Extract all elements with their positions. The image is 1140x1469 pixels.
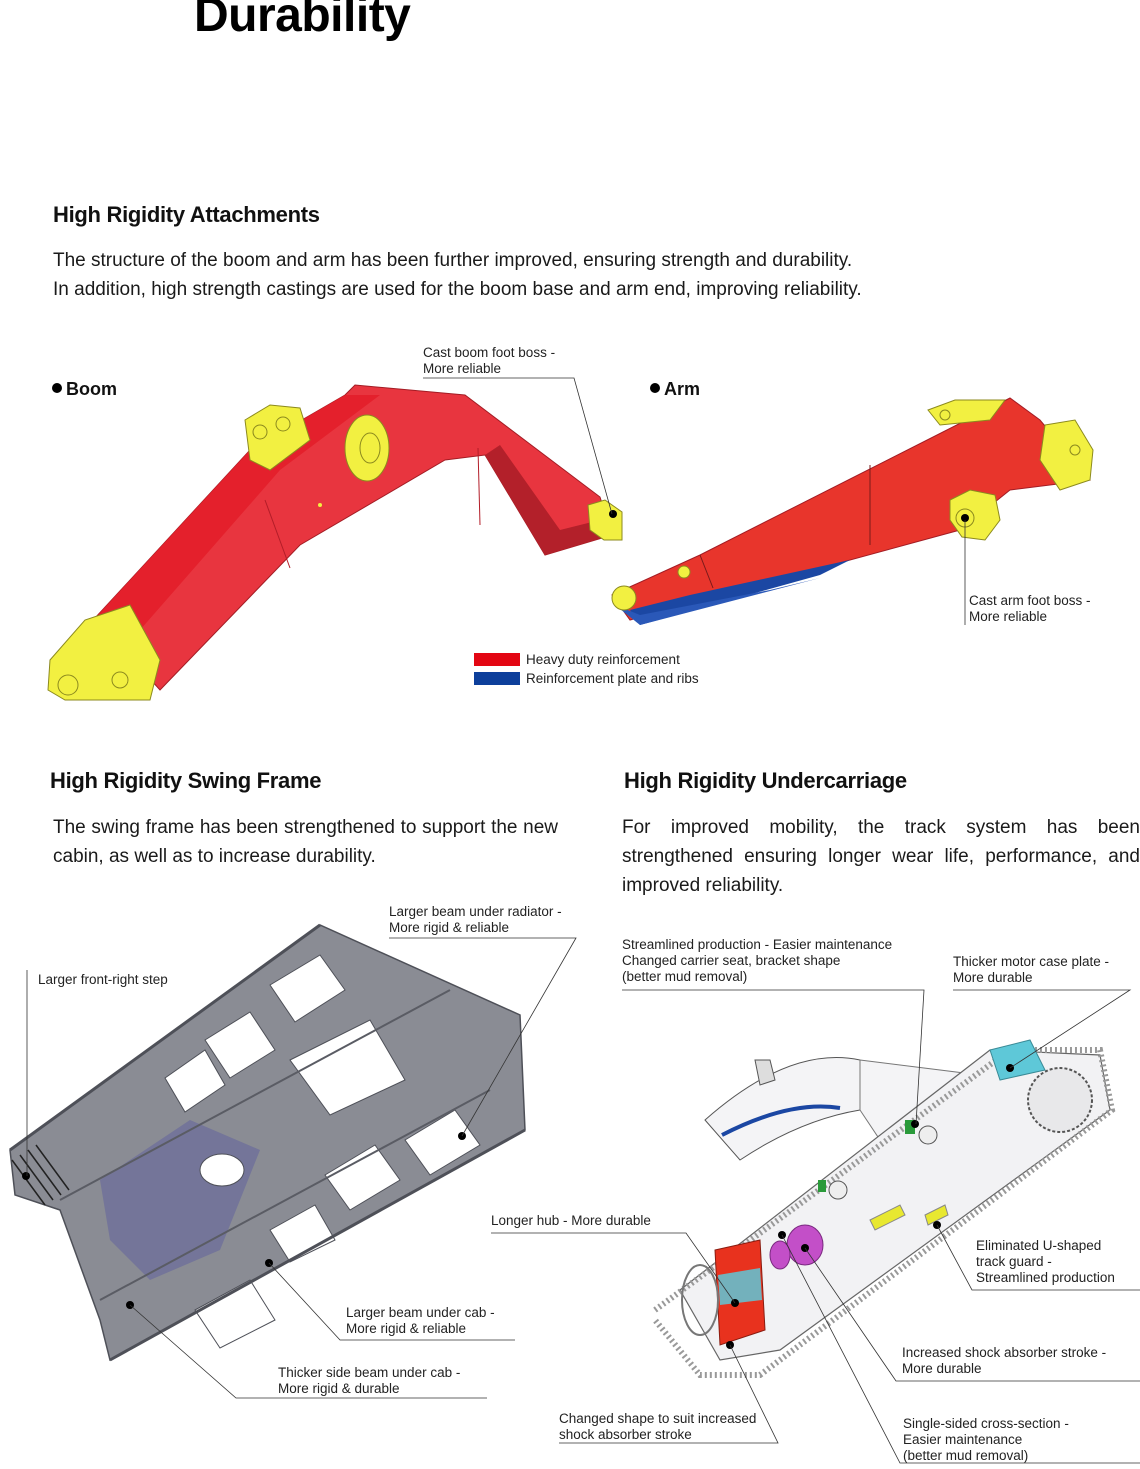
callout-line: More durable <box>902 1361 982 1376</box>
callout-line: (better mud removal) <box>903 1448 1029 1463</box>
callout-line: Thicker side beam under cab - <box>278 1365 461 1380</box>
arm-label: Arm <box>650 379 700 400</box>
boom-label: Boom <box>52 379 117 400</box>
legend-item-heavy-duty: Heavy duty reinforcement <box>474 650 699 669</box>
callout-track-guard: Eliminated U-shaped track guard - Stream… <box>976 1238 1115 1286</box>
legend: Heavy duty reinforcement Reinforcement p… <box>474 650 699 688</box>
callout-line: Streamlined production - Easier maintena… <box>622 937 893 952</box>
callout-line: Eliminated U-shaped <box>976 1238 1102 1253</box>
attachments-description-line: The structure of the boom and arm has be… <box>53 250 853 271</box>
callout-line: Larger beam under radiator - <box>389 904 562 919</box>
callout-line: Longer hub - More durable <box>491 1213 651 1228</box>
legend-label: Reinforcement plate and ribs <box>526 671 699 686</box>
callout-line: More rigid & reliable <box>346 1321 467 1336</box>
callout-arm-boss: Cast arm foot boss - More reliable <box>969 593 1091 625</box>
legend-swatch-red <box>474 653 520 666</box>
callout-longer-hub: Longer hub - More durable <box>491 1213 651 1229</box>
callout-line: Increased shock absorber stroke - <box>902 1345 1107 1360</box>
callout-line: Streamlined production <box>976 1270 1115 1285</box>
callout-cab-beam: Larger beam under cab - More rigid & rel… <box>346 1305 495 1337</box>
bullet-icon <box>52 383 62 393</box>
callout-line: Larger beam under cab - <box>346 1305 495 1320</box>
attachments-heading: High Rigidity Attachments <box>53 202 320 227</box>
callout-line: track guard - <box>976 1254 1052 1269</box>
callout-line: Cast arm foot boss - <box>969 593 1091 608</box>
callout-line: More rigid & reliable <box>389 920 510 935</box>
callout-line: (better mud removal) <box>622 969 748 984</box>
callout-side-beam: Thicker side beam under cab - More rigid… <box>278 1365 460 1397</box>
undercarriage-description: For improved mobility, the track system … <box>622 817 1140 896</box>
callout-line: More reliable <box>423 361 502 376</box>
boom-label-text: Boom <box>66 379 117 399</box>
callout-line: Larger front-right step <box>38 972 168 987</box>
callout-cross-section: Single-sided cross-section - Easier main… <box>903 1416 1069 1464</box>
callout-line: Changed shape to suit increased <box>559 1411 757 1426</box>
undercarriage-illustration <box>652 1039 1116 1378</box>
callout-shock-stroke: Increased shock absorber stroke - More d… <box>902 1345 1106 1377</box>
callout-line: Cast boom foot boss - <box>423 345 556 360</box>
callout-line: More durable <box>953 970 1033 985</box>
swing-frame-heading: High Rigidity Swing Frame <box>50 768 322 793</box>
callout-line: Easier maintenance <box>903 1432 1023 1447</box>
legend-item-reinforcement-plate: Reinforcement plate and ribs <box>474 669 699 688</box>
undercarriage-heading: High Rigidity Undercarriage <box>624 768 907 793</box>
legend-swatch-blue <box>474 672 520 685</box>
attachments-description: The structure of the boom and arm has be… <box>53 246 862 304</box>
callout-motor-plate: Thicker motor case plate - More durable <box>953 954 1109 986</box>
swing-frame-description: The swing frame has been strengthened to… <box>53 817 558 867</box>
callout-front-step: Larger front-right step <box>38 972 168 988</box>
callout-line: More rigid & durable <box>278 1381 400 1396</box>
callout-changed-shape: Changed shape to suit increased shock ab… <box>559 1411 756 1443</box>
legend-label: Heavy duty reinforcement <box>526 652 680 667</box>
callout-line: Changed carrier seat, bracket shape <box>622 953 841 968</box>
callout-carrier: Streamlined production - Easier maintena… <box>622 937 892 985</box>
arm-illustration <box>611 397 1094 625</box>
callout-line: More reliable <box>969 609 1048 624</box>
callout-line: Single-sided cross-section - <box>903 1416 1069 1431</box>
callout-line: Thicker motor case plate - <box>953 954 1110 969</box>
arm-label-text: Arm <box>664 379 701 399</box>
bullet-icon <box>650 383 660 393</box>
callout-line: shock absorber stroke <box>559 1427 692 1442</box>
swing-frame-illustration <box>9 923 526 1362</box>
page-title: Durability <box>194 0 411 42</box>
attachments-description-line: In addition, high strength castings are … <box>53 279 862 300</box>
callout-boom-boss: Cast boom foot boss - More reliable <box>423 345 555 377</box>
callout-radiator-beam: Larger beam under radiator - More rigid … <box>389 904 562 936</box>
